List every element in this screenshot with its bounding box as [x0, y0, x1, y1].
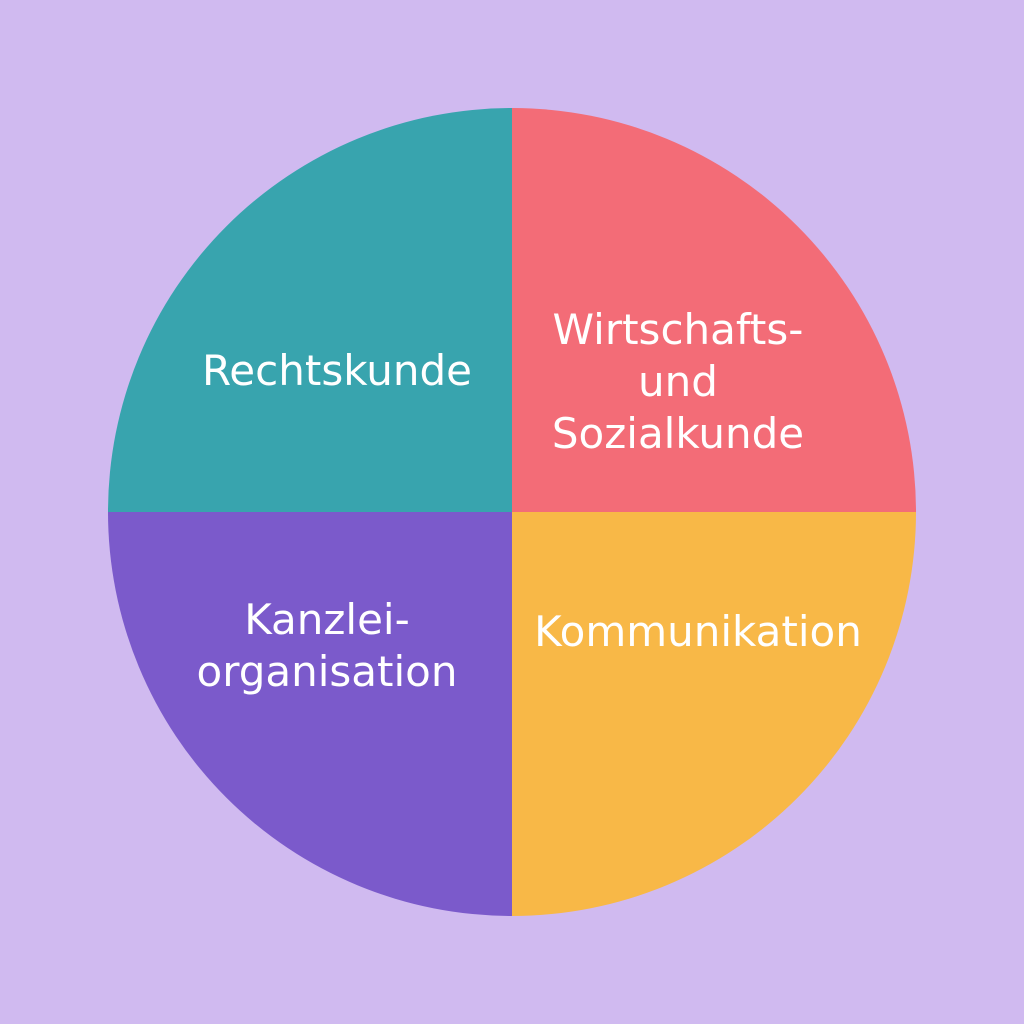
- quadrant-wirtschafts-und-sozialkunde: [512, 108, 916, 512]
- label-line: organisation: [196, 647, 458, 696]
- label-line: Wirtschafts-: [552, 305, 804, 354]
- label-line: Sozialkunde: [551, 409, 805, 458]
- quadrant-kommunikation: [512, 512, 916, 916]
- label-line: Kommunikation: [534, 607, 862, 656]
- label-line: Kanzlei-: [244, 595, 410, 644]
- label-kanzleiorganisation: Kanzlei- organisation: [177, 594, 477, 698]
- quadrant-kanzleiorganisation: [108, 512, 512, 916]
- label-line: Rechtskunde: [202, 346, 472, 395]
- label-rechtskunde: Rechtskunde: [187, 345, 487, 397]
- label-wirtschafts-und-sozialkunde: Wirtschafts- und Sozialkunde: [528, 304, 828, 460]
- label-kommunikation: Kommunikation: [528, 606, 868, 658]
- quadrant-rechtskunde: [108, 108, 512, 512]
- label-line: und: [638, 357, 718, 406]
